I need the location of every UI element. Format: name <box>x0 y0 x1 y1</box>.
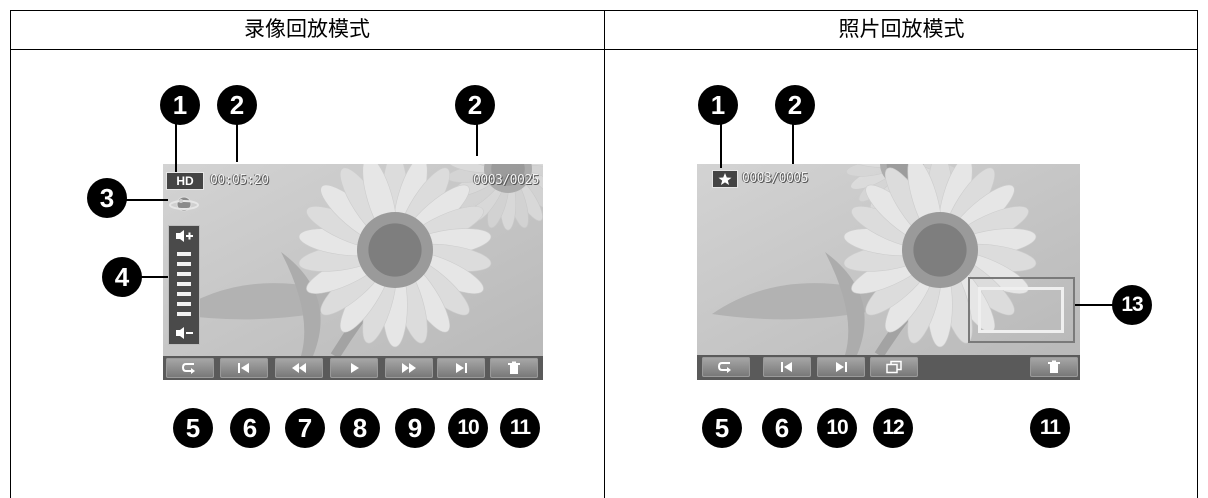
callout-1: 1 <box>698 85 738 125</box>
slideshow-button[interactable] <box>870 357 918 377</box>
hd-quality-badge: HD <box>166 172 204 190</box>
callout-leader-line <box>720 124 722 168</box>
rewind-button[interactable] <box>275 358 323 378</box>
callout-6: 6 <box>762 408 802 448</box>
sunflower <box>298 164 492 348</box>
callout-3: 3 <box>87 178 127 218</box>
callout-11: 11 <box>1030 408 1070 448</box>
volume-segment <box>177 262 191 266</box>
file-counter: 0003/0005 <box>742 171 808 186</box>
volume-segment <box>177 312 191 316</box>
callout-1: 1 <box>160 85 200 125</box>
playback-toolbar <box>697 355 1080 380</box>
callout-leader-line <box>141 276 168 278</box>
play-icon <box>351 363 359 373</box>
volume-up-icon <box>174 228 194 248</box>
sunflower-center <box>368 223 422 277</box>
callout-leader-line <box>126 199 168 201</box>
repeat-button[interactable] <box>702 357 750 377</box>
volume-down-icon <box>174 325 194 345</box>
volume-segment <box>177 252 191 256</box>
callout-12: 12 <box>873 408 913 448</box>
callout-2: 2 <box>455 85 495 125</box>
sunflower-illustration <box>163 164 543 356</box>
column-divider <box>604 10 605 498</box>
play-button[interactable] <box>330 358 378 378</box>
zoom-region-box <box>978 287 1064 333</box>
delete-icon <box>508 361 520 374</box>
callout-11: 11 <box>500 408 540 448</box>
previous-file-button[interactable] <box>763 357 811 377</box>
volume-slider[interactable] <box>168 225 200 345</box>
callout-leader-line <box>792 124 794 164</box>
saturn-icon <box>168 193 200 219</box>
callout-leader-line <box>236 124 238 162</box>
callout-leader-line <box>1075 304 1113 306</box>
delete-icon <box>1048 360 1060 373</box>
previous-file-button[interactable] <box>220 358 268 378</box>
callout-5: 5 <box>173 408 213 448</box>
callout-6: 6 <box>230 408 270 448</box>
callout-4: 4 <box>102 257 142 297</box>
photo-playback-header: 照片回放模式 <box>838 17 965 41</box>
callout-10: 10 <box>817 408 857 448</box>
callout-leader-line <box>476 124 478 156</box>
callout-5: 5 <box>702 408 742 448</box>
elapsed-time: 00:05:20 <box>210 173 269 188</box>
callout-2: 2 <box>775 85 815 125</box>
callout-9: 9 <box>395 408 435 448</box>
volume-segment <box>177 282 191 286</box>
fast-forward-icon <box>402 363 416 373</box>
zoom-region-frame <box>968 277 1075 343</box>
delete-button[interactable] <box>490 358 538 378</box>
callout-8: 8 <box>340 408 380 448</box>
repeat-icon <box>181 363 195 374</box>
callout-2: 2 <box>217 85 257 125</box>
sunflower-petal <box>846 164 895 168</box>
file-counter: 0003/0025 <box>473 173 539 188</box>
repeat-icon <box>717 362 731 373</box>
next-file-icon <box>836 362 847 372</box>
slideshow-icon <box>886 360 902 374</box>
star-icon <box>712 170 738 188</box>
sunflower-center <box>913 223 967 277</box>
previous-file-icon <box>238 363 249 373</box>
playback-toolbar <box>163 356 543 380</box>
callout-10: 10 <box>448 408 488 448</box>
next-file-button[interactable] <box>437 358 485 378</box>
rewind-icon <box>292 363 306 373</box>
sunflower <box>843 164 1037 348</box>
fast-forward-button[interactable] <box>385 358 433 378</box>
callout-7: 7 <box>285 408 325 448</box>
volume-segment <box>177 292 191 296</box>
photo-playback-screen: 0003/0005 <box>697 164 1080 380</box>
volume-segment <box>177 272 191 276</box>
previous-file-icon <box>781 362 792 372</box>
sunflower-illustration <box>697 164 1080 355</box>
next-file-button[interactable] <box>817 357 865 377</box>
repeat-button[interactable] <box>166 358 214 378</box>
callout-leader-line <box>175 124 177 172</box>
delete-button[interactable] <box>1030 357 1078 377</box>
video-playback-screen: HD 00:05:20 0003/0025 <box>163 164 543 380</box>
next-file-icon <box>456 363 467 373</box>
callout-13: 13 <box>1112 285 1152 325</box>
video-playback-header: 录像回放模式 <box>244 17 370 41</box>
volume-segment <box>177 302 191 306</box>
sunflower-center <box>491 164 525 186</box>
